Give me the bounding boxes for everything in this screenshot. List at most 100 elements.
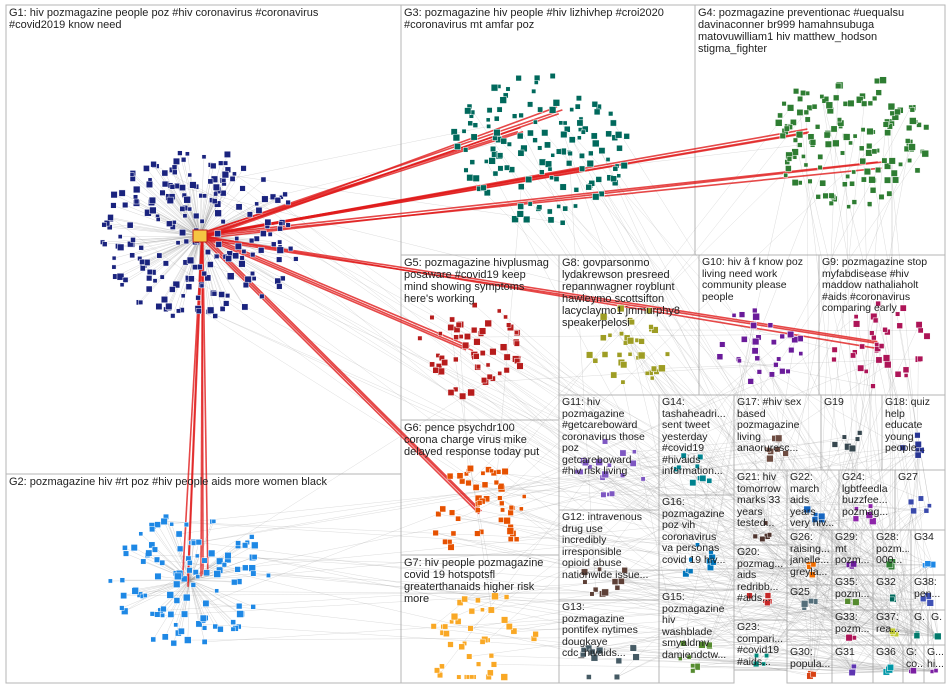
node-g3 [562,205,569,212]
node-g27 [923,507,930,514]
edge [631,321,933,672]
node-g1 [146,269,153,275]
edge [268,518,856,576]
edge [814,316,875,602]
node-g3 [590,132,598,140]
node-g9 [878,343,885,349]
node-g9 [902,366,910,374]
node-g1 [156,252,163,259]
edge [604,441,698,545]
edge [910,635,918,672]
node-g1 [148,196,156,204]
edge [452,371,789,513]
node-g1 [179,229,187,237]
edge [756,663,853,673]
node-g2 [250,570,257,577]
edge [787,316,857,372]
node-g6 [489,468,494,474]
node-g4 [860,176,867,183]
node-g11 [601,470,609,479]
edge [703,564,890,644]
node-g5 [489,348,497,356]
edge [869,514,891,668]
edge [766,521,873,656]
node-g3 [452,133,461,142]
edge [855,564,890,603]
node-g1 [145,180,153,188]
node-g3 [573,187,580,193]
node-g2 [221,562,227,568]
node-g4 [866,142,873,150]
node-g26 [808,571,816,578]
edge [889,564,893,600]
edge [181,579,191,632]
node-g3 [461,128,467,134]
node-g4 [890,169,898,177]
edge [149,184,201,237]
node-g3 [616,173,622,179]
edge [924,565,937,671]
node-g1 [240,165,247,172]
node-g1 [172,280,181,289]
edge [682,175,786,644]
edge [739,360,874,387]
edge [585,462,853,673]
node-g2 [173,597,181,604]
edge [683,455,894,600]
node-g4 [807,178,813,184]
node-g12 [581,568,589,576]
node-g6 [507,509,514,516]
node-g6 [497,495,503,501]
node-g9 [896,322,903,329]
node-g6 [456,472,464,480]
node-g4 [884,176,891,184]
edge [795,140,890,565]
node-g2 [148,541,156,549]
node-g2 [160,605,167,613]
edge [477,509,929,597]
edge [577,471,770,536]
edge [478,498,812,602]
edge [594,564,850,659]
edge [498,139,873,522]
edge [601,193,893,632]
node-g3 [538,158,546,166]
edge [189,579,236,629]
node-g14 [676,464,682,470]
edge [834,349,849,447]
edge [810,448,853,674]
edge [468,168,789,484]
edge [692,482,924,600]
node-g10 [773,362,779,368]
node-g1 [102,241,108,247]
node-g4 [849,180,855,187]
node-g5 [496,308,502,314]
edge [708,561,769,596]
edge [142,235,201,263]
node-g10 [767,322,774,328]
node-g3 [532,137,538,143]
edge [811,600,893,635]
node-g3 [544,160,553,168]
node-g4 [867,201,873,207]
edge [709,480,918,634]
edge [491,655,937,671]
node-g10 [779,333,785,340]
node-g6 [480,470,486,476]
node-g1 [207,306,215,314]
node-g1 [150,161,157,168]
node-g5 [475,364,481,370]
node-g3 [536,204,543,211]
node-g1 [133,194,139,200]
node-g1 [214,253,220,259]
node-g1 [293,256,299,262]
node-g3 [467,120,473,127]
node-g9 [894,370,902,378]
node-g7 [443,630,450,637]
node-g4 [874,77,881,85]
node-g3 [480,184,487,191]
edge [765,522,897,635]
edge [584,566,892,573]
node-g2 [167,611,175,618]
node-g9 [874,342,880,347]
